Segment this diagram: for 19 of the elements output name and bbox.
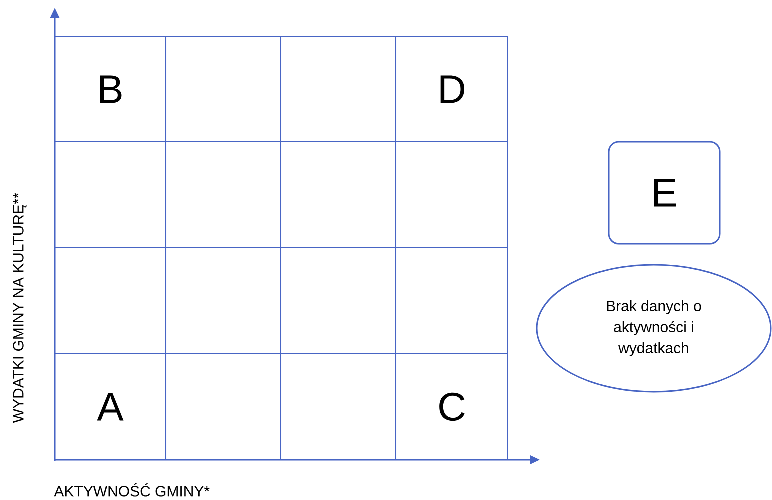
- grid-cell: [166, 353, 282, 460]
- grid-cell: [54, 247, 166, 354]
- grid-cell: [166, 36, 282, 142]
- axis-label: AKTYWNOŚĆ GMINY*: [54, 483, 210, 497]
- grid-cell: [396, 142, 508, 248]
- grid-cell: [280, 36, 396, 142]
- grid-cell: [280, 142, 396, 248]
- grid-cell: [280, 247, 396, 354]
- grid-cell: [166, 247, 282, 354]
- grid-cell: [280, 353, 396, 460]
- grid-cell: [396, 247, 508, 354]
- grid-cell: [54, 142, 166, 248]
- grid-cell: C: [396, 353, 508, 460]
- grid-cell: A: [54, 353, 166, 460]
- grid-cell: D: [396, 36, 508, 142]
- grid-cell: B: [54, 36, 166, 142]
- grid-cell: [166, 142, 282, 248]
- category-box: E: [608, 141, 721, 245]
- axis-label: WYDATKI GMINY NA KULTURĘ**: [13, 193, 27, 424]
